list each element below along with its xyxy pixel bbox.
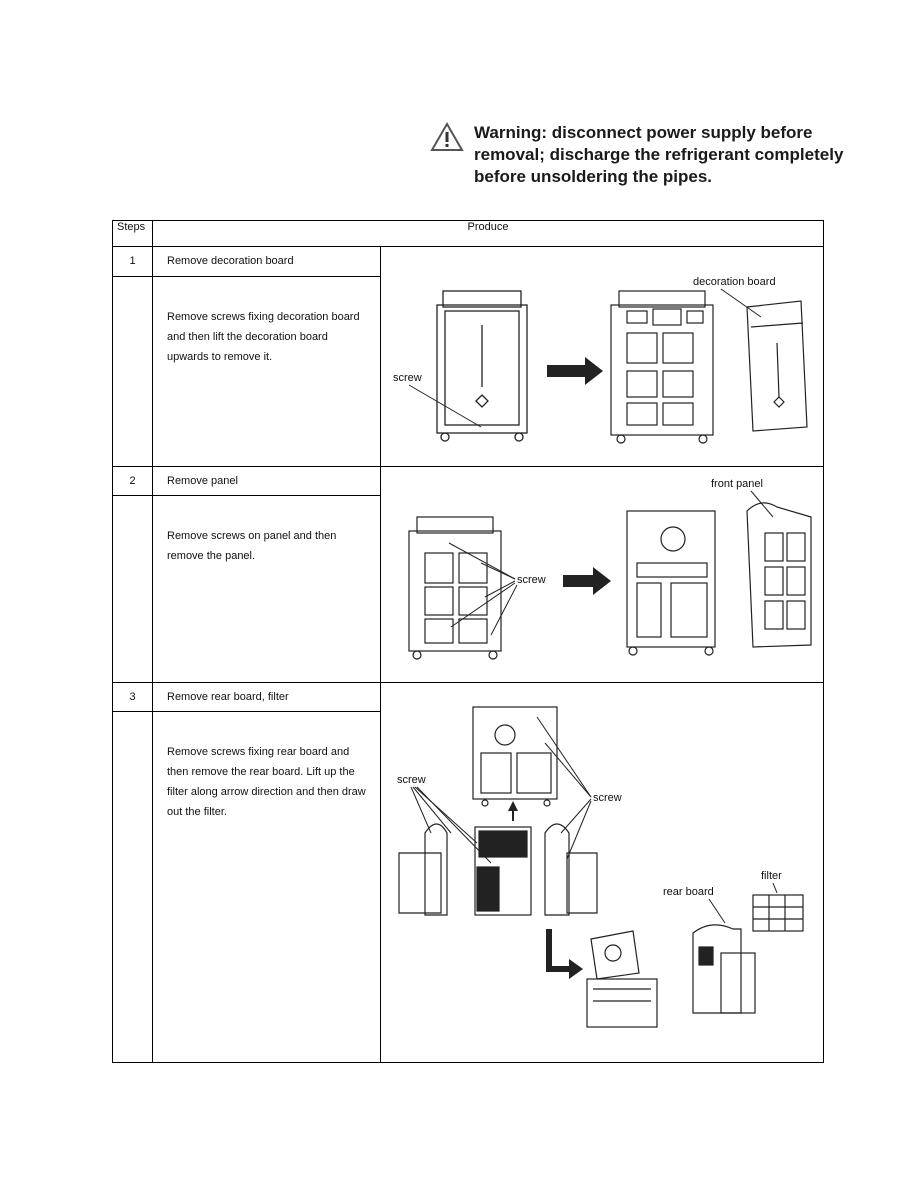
unit-side-right-drawing bbox=[544, 823, 598, 916]
warning-line-2: removal; discharge the refrigerant compl… bbox=[474, 145, 844, 164]
callout-screw-right: screw bbox=[593, 792, 622, 804]
step-3-desc-row: Remove screws fixing rear board and then… bbox=[112, 711, 824, 1063]
step-number: 2 bbox=[112, 465, 153, 497]
unit-rear-drawing bbox=[472, 706, 558, 807]
header-steps: Steps bbox=[112, 220, 153, 247]
callout-screw-left: screw bbox=[397, 774, 426, 786]
arrow-right-icon bbox=[563, 567, 611, 595]
arrow-right-icon bbox=[547, 357, 603, 385]
warning-triangle-icon bbox=[430, 122, 464, 151]
step-2-title-row: 2 Remove panel screw bbox=[112, 465, 824, 683]
screw-leader-lines bbox=[448, 542, 518, 636]
step-1-illustration: screw decoration board bbox=[393, 276, 808, 444]
step-number-blank bbox=[112, 275, 153, 468]
step-2-figure: screw front panel bbox=[380, 466, 824, 683]
callout-screw: screw bbox=[517, 574, 546, 586]
warning-line-1: Warning: disconnect power supply before bbox=[474, 123, 813, 142]
step-title: Remove decoration board bbox=[152, 246, 381, 277]
unit-front-drawing bbox=[436, 290, 528, 442]
step-2-desc-row: Remove screws on panel and then remove t… bbox=[112, 495, 824, 683]
step-title: Remove rear board, filter bbox=[152, 682, 381, 712]
step-number-blank bbox=[112, 711, 153, 1063]
screw-leader-lines bbox=[410, 716, 592, 864]
unit-internal-drawing bbox=[626, 510, 716, 656]
callout-decoration-board: decoration board bbox=[693, 276, 776, 288]
disassembly-steps-table: Steps Produce 1 Remove decoration board … bbox=[112, 220, 824, 1063]
table-header-row: Steps Produce bbox=[112, 220, 824, 247]
callout-front-panel: front panel bbox=[711, 478, 763, 490]
unit-with-panel-drawing bbox=[408, 516, 502, 660]
decoration-board-drawing bbox=[746, 300, 808, 432]
step-title: Remove panel bbox=[152, 465, 381, 497]
unit-internal-drawing bbox=[610, 290, 714, 444]
rear-board-drawing bbox=[692, 924, 756, 1014]
step-2-illustration: screw front panel bbox=[408, 478, 812, 660]
step-description: Remove screws fixing rear board and then… bbox=[152, 711, 381, 1063]
callout-filter: filter bbox=[761, 870, 782, 882]
step-1-figure: screw decoration board bbox=[380, 246, 824, 467]
warning-line-3: before unsoldering the pipes. bbox=[474, 167, 713, 186]
arrow-down-right-icon bbox=[546, 929, 571, 972]
header-produce: Produce bbox=[152, 220, 824, 247]
step-description: Remove screws fixing decoration board an… bbox=[152, 275, 381, 468]
unit-disassembled-drawing bbox=[586, 930, 658, 1028]
filter-drawing bbox=[752, 894, 804, 932]
callout-screw: screw bbox=[393, 372, 422, 384]
front-panel-drawing bbox=[746, 502, 812, 648]
step-description: Remove screws on panel and then remove t… bbox=[152, 495, 381, 683]
step-1-desc-row: Remove screws fixing decoration board an… bbox=[112, 275, 824, 468]
step-number: 3 bbox=[112, 682, 153, 712]
step-3-title-row: 3 Remove rear board, filter screw screw bbox=[112, 682, 824, 1063]
step-3-illustration: screw screw bbox=[397, 706, 804, 1028]
step-number-blank bbox=[112, 495, 153, 683]
unit-filter-drawing bbox=[474, 826, 532, 916]
step-3-figure: screw screw bbox=[380, 682, 824, 1063]
callout-rear-board: rear board bbox=[663, 886, 714, 898]
step-1-title-row: 1 Remove decoration board screw bbox=[112, 246, 824, 467]
warning-text: Warning: disconnect power supply before … bbox=[474, 122, 843, 188]
step-number: 1 bbox=[112, 246, 153, 277]
unit-side-left-drawing bbox=[398, 823, 448, 916]
